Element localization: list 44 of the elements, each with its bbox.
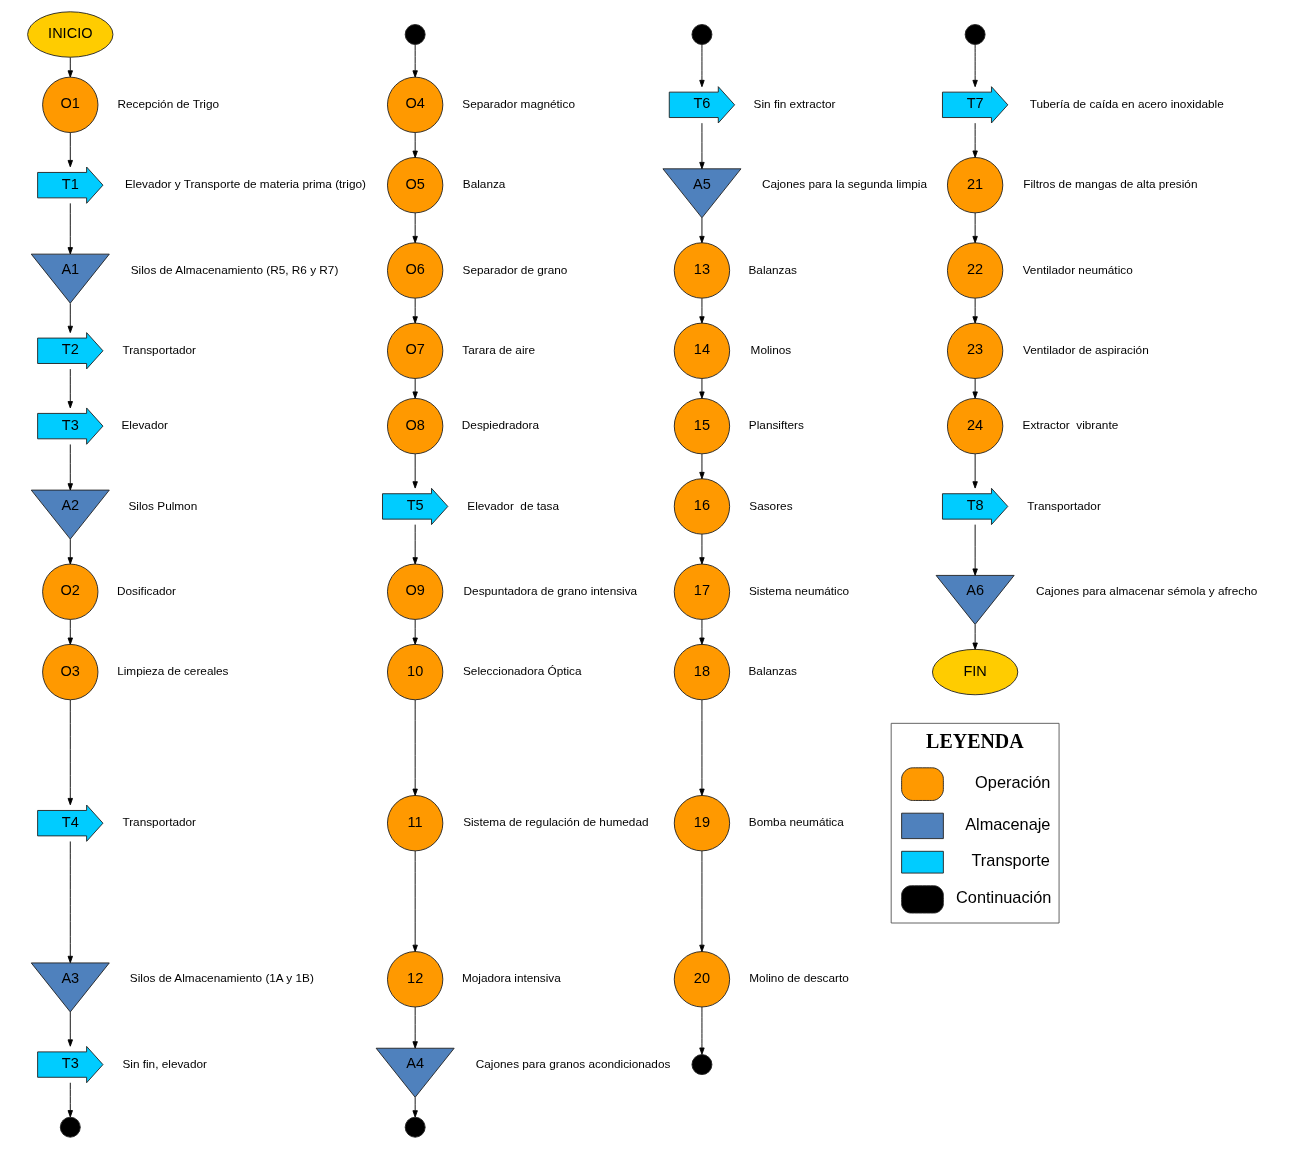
node-label: Silos Pulmon <box>127 498 197 512</box>
label: LEYENDA <box>925 730 1024 753</box>
legend-label: Operación <box>974 773 1050 792</box>
node-label: Silos de Almacenamiento (R5, R6 y R7) <box>130 262 338 276</box>
node-label: Molino de descarto <box>748 971 849 985</box>
node-label: Recepción de Trigo <box>117 96 219 110</box>
node-label: Transportador <box>1026 498 1101 512</box>
node-label: Cajones para la segunda limpia <box>761 177 927 191</box>
node-label: Sasores <box>748 498 793 512</box>
node-label: Despiedradora <box>461 418 539 432</box>
node-label: Dosificador <box>116 583 176 597</box>
node-label: Balanzas <box>748 262 797 276</box>
node-label: Sin fin extractor <box>753 96 835 110</box>
node-label: Filtros de mangas de alta presión <box>1022 177 1197 191</box>
node-label: Cajones para granos acondicionados <box>475 1056 670 1070</box>
node-label: Ventilador de aspiración <box>1022 342 1149 356</box>
node-label: Bomba neumática <box>748 815 844 829</box>
node-label: Molinos <box>750 342 791 356</box>
node-label: Separador de grano <box>462 262 567 276</box>
node-label: Elevador y Transporte de materia prima (trigo) <box>124 177 366 191</box>
node-label: Sistema de regulación de humedad <box>462 815 649 829</box>
node-label: Elevador <box>120 418 168 432</box>
node-label: Cajones para almacenar sémola y afrecho <box>1035 583 1257 597</box>
node-label: Transportador <box>121 342 196 356</box>
node-label: Transportador <box>121 815 196 829</box>
node-label: Limpieza de cereales <box>116 664 229 678</box>
node-label: Elevador de tasa <box>466 498 559 512</box>
node-label: Plansifters <box>748 418 804 432</box>
node-label: Tubería de caída en acero inoxidable <box>1029 96 1224 110</box>
node-label: Despuntadora de grano intensiva <box>463 583 637 597</box>
legend-label: Continuación <box>955 888 1051 907</box>
node-label: Sistema neumático <box>748 583 849 597</box>
node-label: Seleccionadora Óptica <box>462 664 582 678</box>
node-label: Separador magnético <box>461 96 575 110</box>
node-label: Balanzas <box>748 664 797 678</box>
node-label: Ventilador neumático <box>1022 262 1133 276</box>
node-label: Mojadora intensiva <box>461 971 561 985</box>
node-label: Sin fin, elevador <box>121 1056 207 1070</box>
node-label: Balanza <box>462 177 505 191</box>
legend-label: Almacenaje <box>964 814 1050 833</box>
legend-label: Transporte <box>971 851 1050 870</box>
node-label: Silos de Almacenamiento (1A y 1B) <box>129 971 314 985</box>
node-label: Extractor vibrante <box>1022 418 1118 432</box>
node-label: Tarara de aire <box>461 342 535 356</box>
